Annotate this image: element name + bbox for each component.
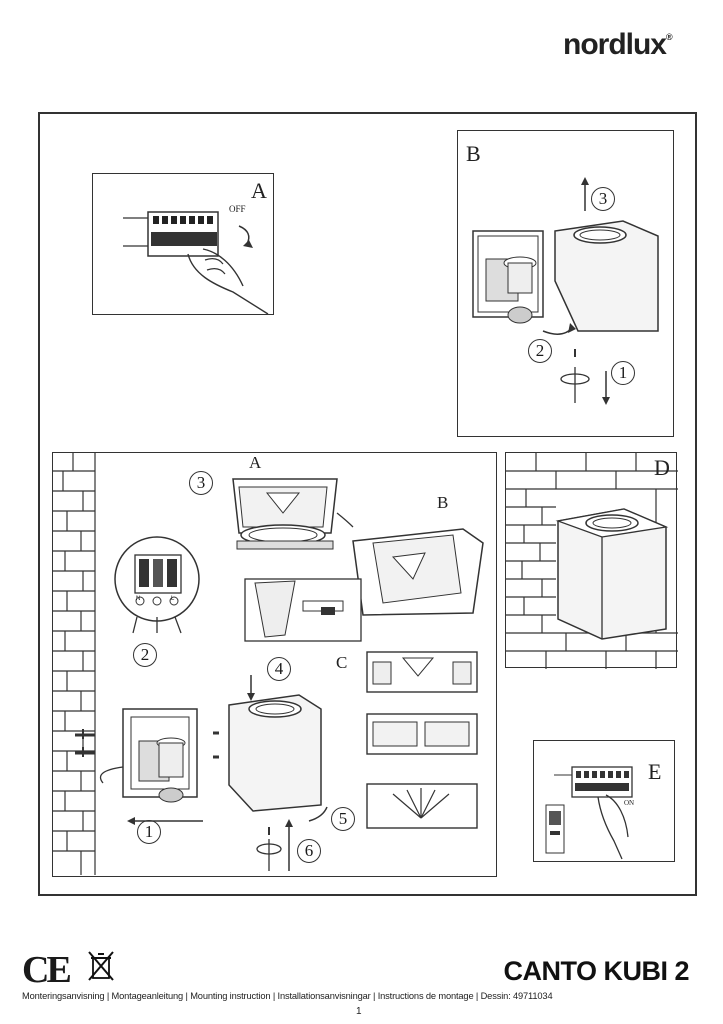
step-main-6: 6 [297, 839, 321, 863]
panel-main-installation: A B C 3 2 4 5 1 6 N L [52, 452, 497, 877]
terminal-block-detail [114, 536, 200, 634]
step-b-1: 1 [611, 361, 635, 385]
step-main-3: 3 [189, 471, 213, 495]
panel-d-finished: D [505, 452, 678, 669]
terminal-l-label: L [171, 596, 175, 602]
instruction-frame [38, 112, 697, 896]
step-b-2: 2 [528, 339, 552, 363]
panel-a-letter: A [251, 178, 267, 203]
page-number: 1 [356, 1006, 362, 1017]
terminal-n-label: N [136, 596, 141, 602]
sub-step-b-letter: B [437, 493, 449, 512]
clip-detail [244, 578, 362, 642]
breaker-on-illustration [545, 766, 633, 860]
on-label: ON [624, 799, 635, 807]
breaker-illustration [123, 211, 269, 315]
weee-bin-icon [88, 951, 114, 981]
off-label: OFF [229, 204, 246, 214]
sub-step-c-letter: C [336, 653, 348, 672]
sub-step-a-letter: A [249, 453, 262, 472]
panel-a-power-off: A OFF [92, 173, 274, 315]
brand-logo: nordlux® [563, 28, 673, 61]
step-b-3: 3 [591, 187, 615, 211]
step-main-2: 2 [133, 643, 157, 667]
housing-mount-illustration [75, 675, 328, 871]
sub-c-sequence [366, 651, 478, 829]
panel-e-letter: E [648, 759, 662, 784]
panel-d-letter: D [654, 455, 670, 480]
panel-b-remove-cover: B 3 2 1 [457, 130, 674, 437]
panel-b-letter: B [466, 141, 481, 166]
step-main-5: 5 [331, 807, 355, 831]
footer-languages-line: Monteringsanvisning | Montageanleitung |… [22, 991, 553, 1001]
ce-mark: CE [22, 949, 72, 991]
lamp-cover-illustration [472, 177, 659, 405]
sub-b-detail [336, 512, 484, 616]
brick-wall [53, 453, 96, 875]
panel-e-power-on: E ON [533, 740, 675, 862]
cover-open-illustration [232, 478, 338, 550]
step-main-4: 4 [267, 657, 291, 681]
product-name: CANTO KUBI 2 [503, 956, 689, 986]
finished-lamp-illustration [506, 453, 678, 669]
